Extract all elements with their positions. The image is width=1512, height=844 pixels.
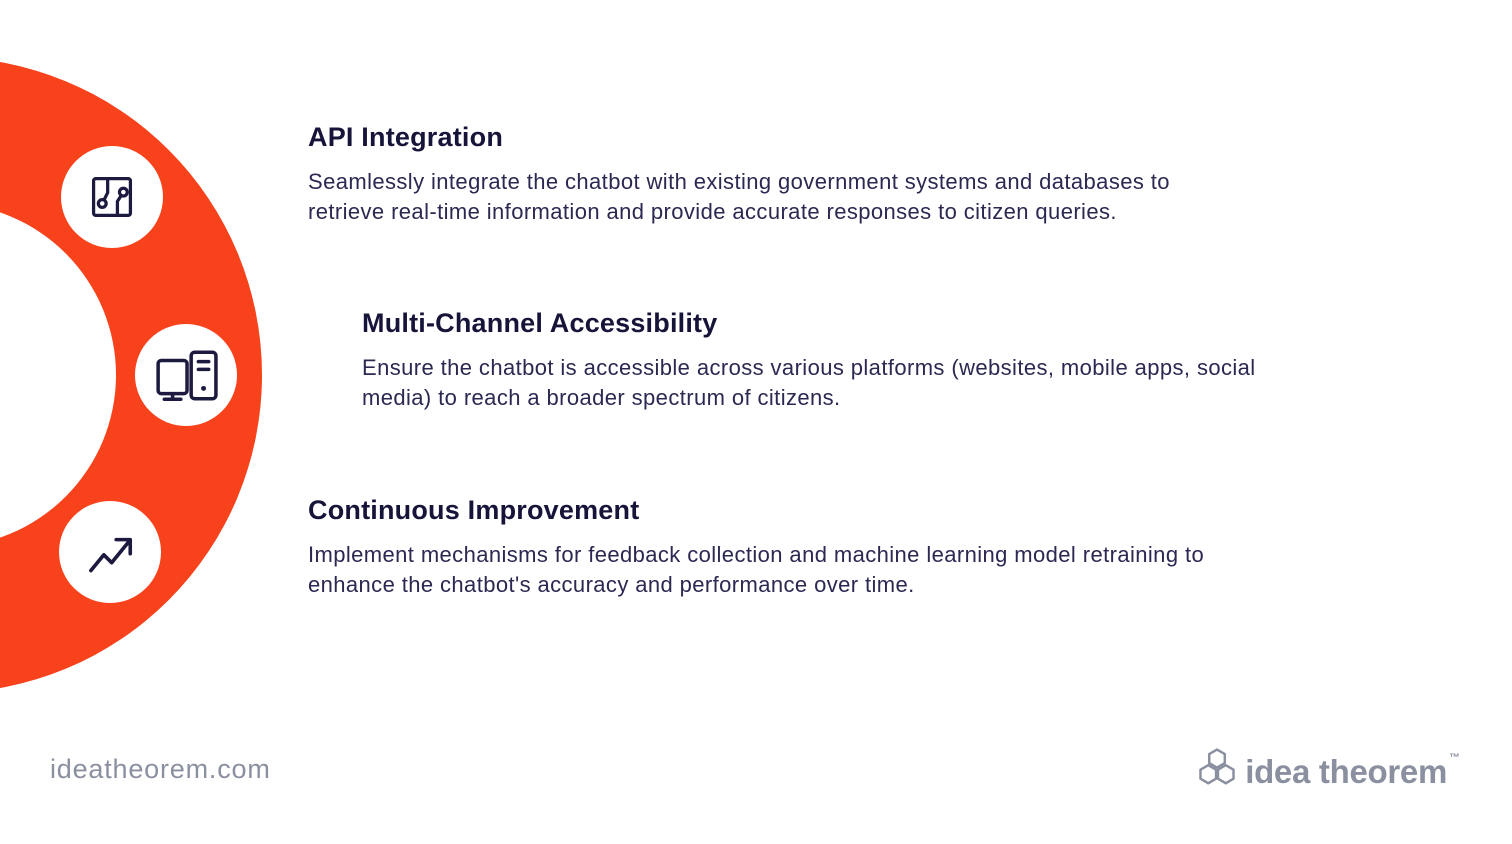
description-line: media) to reach a broader spectrum of ci… xyxy=(362,385,841,410)
brand-name: idea theorem xyxy=(1245,752,1447,790)
section-description: Seamlessly integrate the chatbot with ex… xyxy=(308,167,1170,227)
section-multi-channel-accessibility: Multi-Channel Accessibility Ensure the c… xyxy=(362,306,1256,413)
trending-up-icon xyxy=(83,525,137,579)
desktop-computer-icon xyxy=(154,346,218,404)
description-line: Seamlessly integrate the chatbot with ex… xyxy=(308,169,1170,194)
section-api-integration: API Integration Seamlessly integrate the… xyxy=(308,120,1170,227)
section-description: Implement mechanisms for feedback collec… xyxy=(308,540,1204,600)
section-continuous-improvement: Continuous Improvement Implement mechani… xyxy=(308,493,1204,600)
description-line: Implement mechanisms for feedback collec… xyxy=(308,542,1205,567)
brand-logo: idea theorem ™ xyxy=(1198,748,1460,795)
trademark-symbol: ™ xyxy=(1449,752,1460,764)
continuous-improvement-icon-bubble xyxy=(59,501,161,603)
multi-channel-icon-bubble xyxy=(135,324,237,426)
circuit-branch-icon xyxy=(86,171,138,223)
api-integration-icon-bubble xyxy=(61,146,163,248)
description-line: Ensure the chatbot is accessible across … xyxy=(362,355,1256,380)
section-title: Multi-Channel Accessibility xyxy=(362,308,718,338)
hexagon-cluster-icon xyxy=(1198,748,1236,795)
description-line: retrieve real-time information and provi… xyxy=(308,199,1117,224)
website-url: ideatheorem.com xyxy=(50,754,271,784)
section-title: Continuous Improvement xyxy=(308,495,640,525)
section-description: Ensure the chatbot is accessible across … xyxy=(362,353,1256,413)
section-title: API Integration xyxy=(308,122,504,152)
description-line: enhance the chatbot's accuracy and perfo… xyxy=(308,572,915,597)
